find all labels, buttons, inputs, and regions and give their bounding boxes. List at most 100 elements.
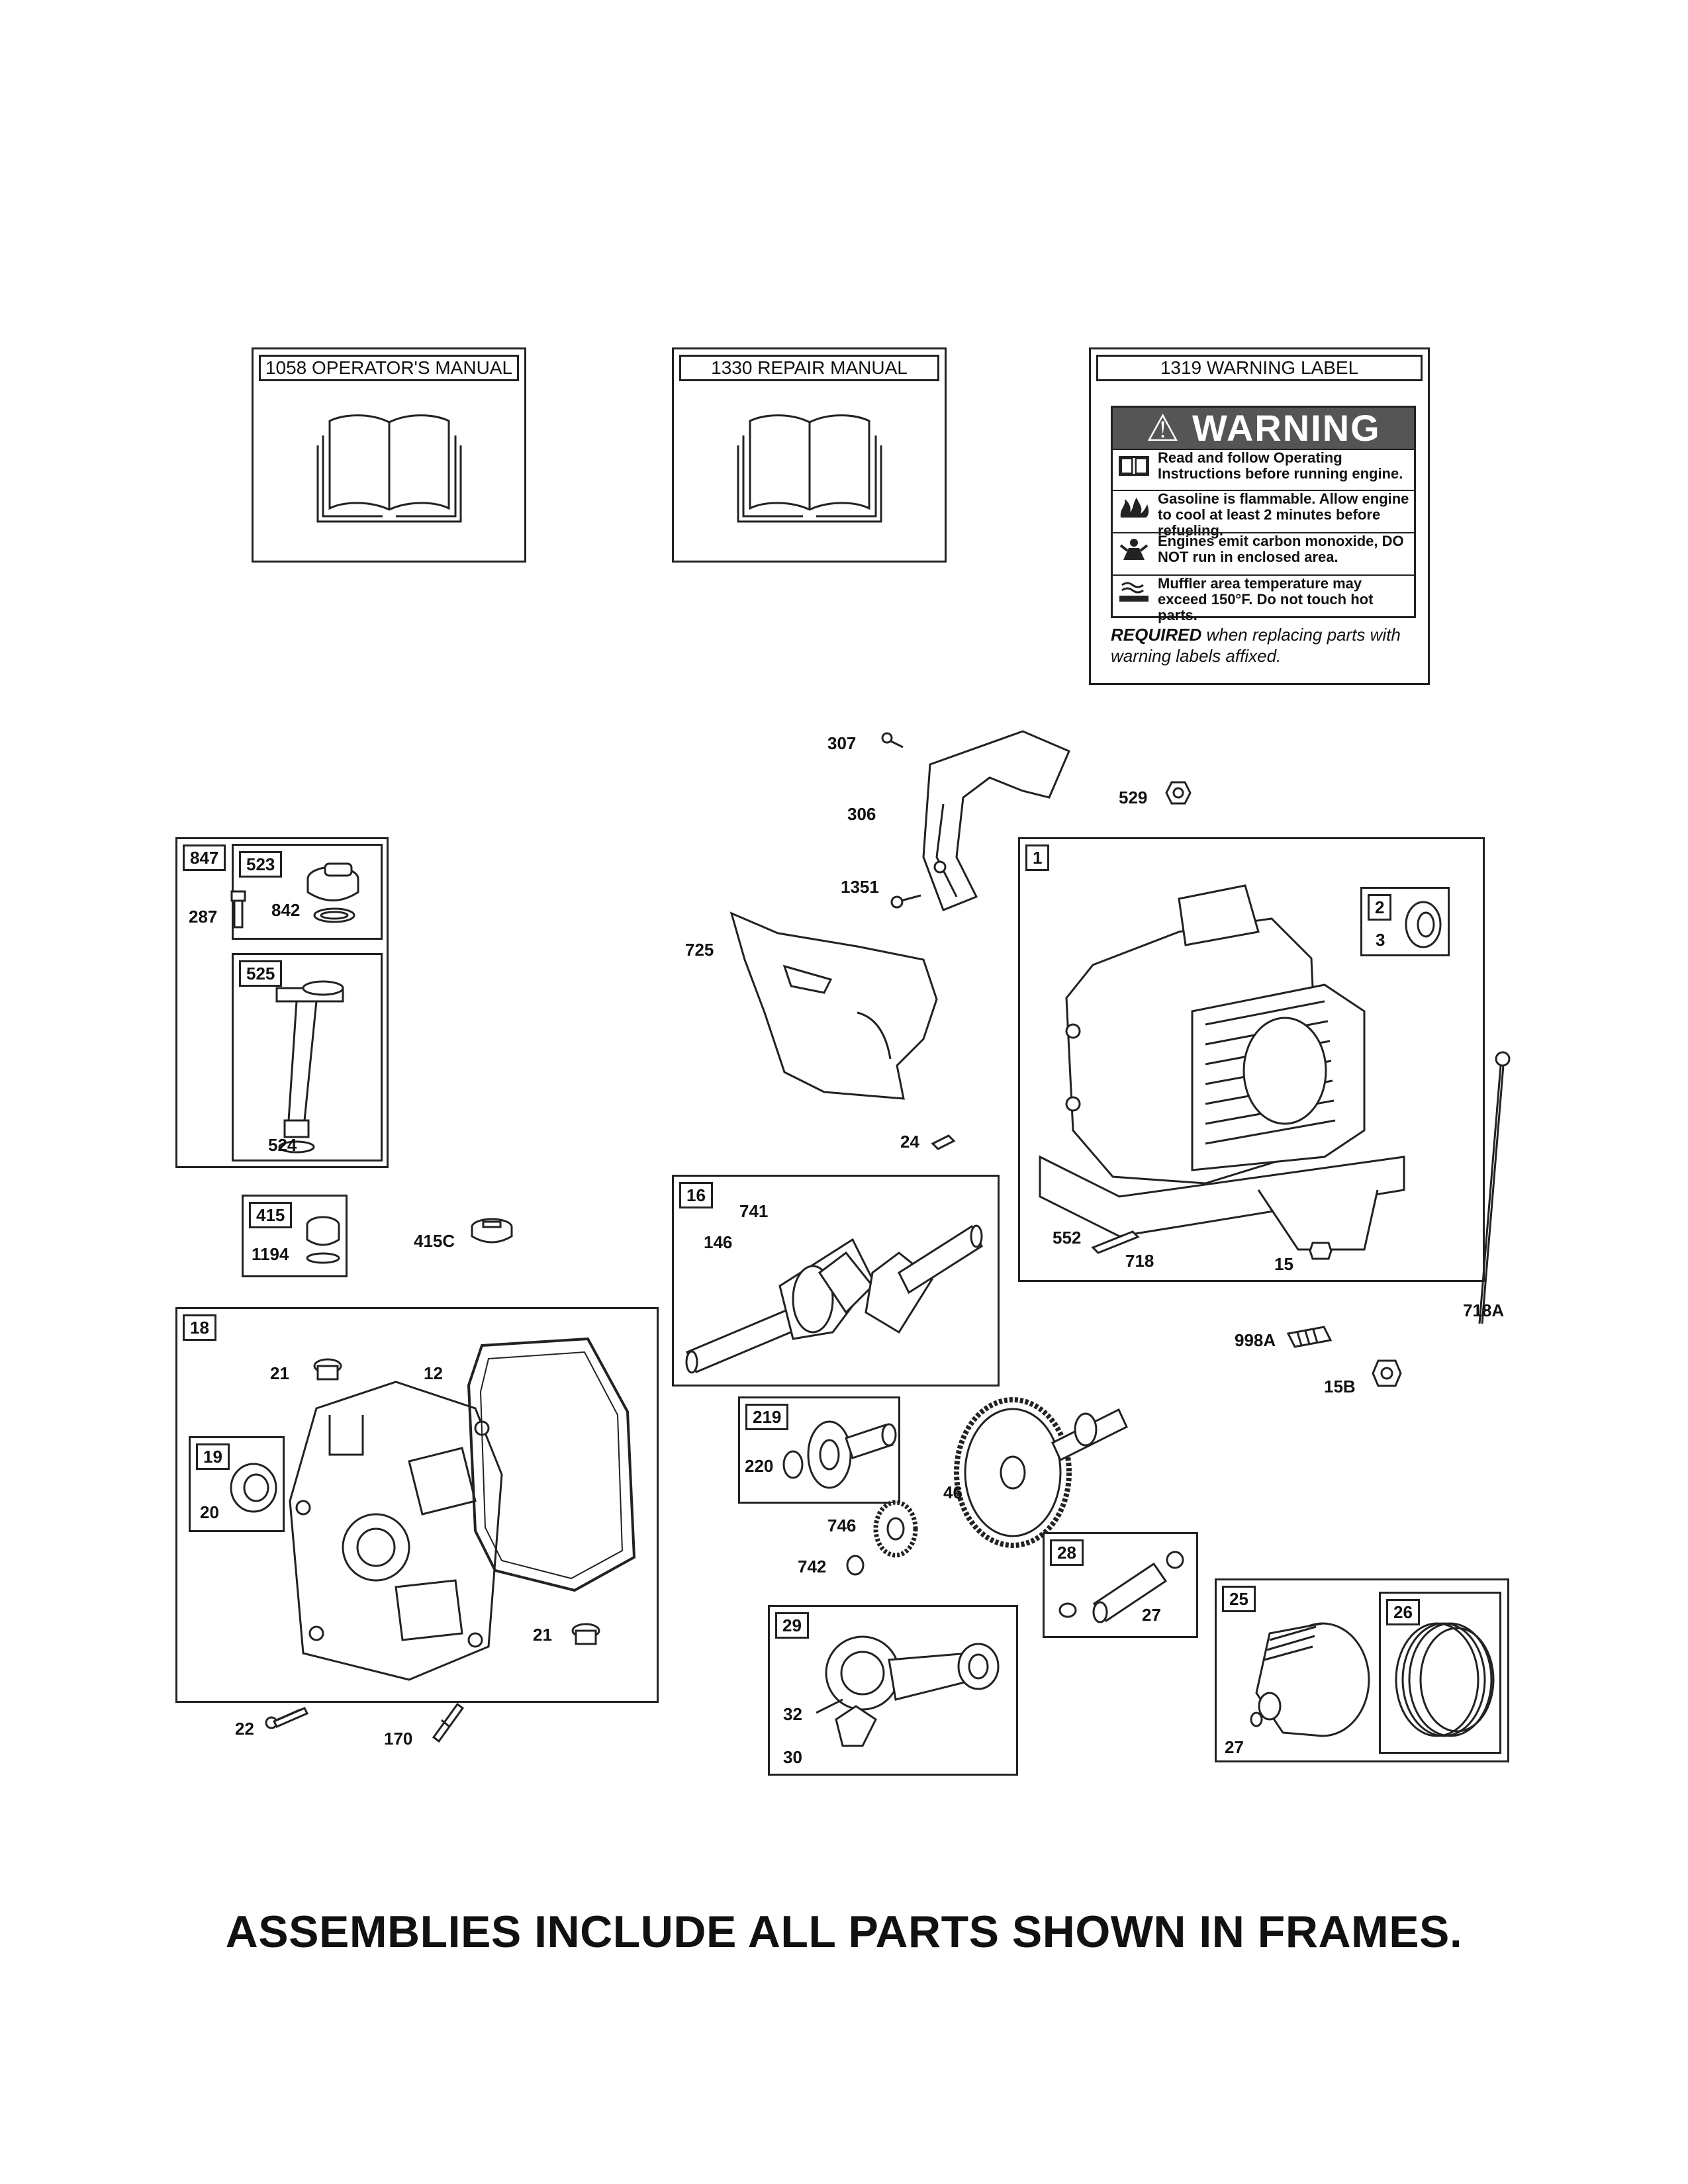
warning-line-2-text: Gasoline is flammable. Allow engine to c… bbox=[1158, 490, 1409, 539]
screw-icon bbox=[265, 1704, 311, 1731]
operators-manual-box: 1058 OPERATOR'S MANUAL bbox=[252, 347, 526, 563]
dipstick-cap-icon bbox=[300, 856, 373, 929]
frame-525-tag: 525 bbox=[239, 960, 283, 987]
oil-plug-icon bbox=[303, 1213, 343, 1266]
warning-line-1-text: Read and follow Operating Instructions b… bbox=[1158, 449, 1403, 482]
gasket-icon bbox=[455, 1332, 641, 1597]
governor-gear-icon bbox=[780, 1412, 912, 1491]
blower-housing-bracket-icon bbox=[890, 725, 1089, 923]
frame-29: 29 bbox=[768, 1605, 1018, 1776]
frame-415-tag: 415 bbox=[249, 1202, 293, 1228]
callout-524: 524 bbox=[268, 1135, 297, 1155]
frame-26-tag: 26 bbox=[1386, 1599, 1420, 1625]
repair-manual-title: 1330 REPAIR MANUAL bbox=[679, 355, 939, 381]
warning-label-title: 1319 WARNING LABEL bbox=[1096, 355, 1423, 381]
assemblies-footer-note: ASSEMBLIES INCLUDE ALL PARTS SHOWN IN FR… bbox=[225, 1907, 1463, 1957]
manual-icon bbox=[1117, 454, 1151, 478]
callout-21-top: 21 bbox=[270, 1363, 289, 1383]
frame-847-tag: 847 bbox=[183, 844, 226, 871]
warning-line-2: Gasoline is flammable. Allow engine to c… bbox=[1113, 490, 1414, 539]
frame-525: 525 bbox=[232, 953, 383, 1161]
small-screw-icon bbox=[880, 731, 907, 751]
callout-307: 307 bbox=[827, 733, 857, 753]
frame-2: 2 bbox=[1360, 887, 1450, 956]
callout-742: 742 bbox=[798, 1557, 827, 1576]
callout-1351: 1351 bbox=[841, 877, 879, 897]
threaded-fitting-icon bbox=[1284, 1320, 1337, 1353]
callout-22: 22 bbox=[235, 1719, 254, 1739]
callout-220: 220 bbox=[745, 1456, 774, 1476]
fitting-icon bbox=[311, 1357, 344, 1383]
callout-725: 725 bbox=[685, 940, 714, 960]
frame-16: 16 bbox=[672, 1175, 1000, 1387]
operators-manual-title: 1058 OPERATOR'S MANUAL bbox=[259, 355, 519, 381]
callout-306: 306 bbox=[847, 804, 876, 824]
warning-line-3-text: Engines emit carbon monoxide, DO NOT run… bbox=[1158, 533, 1404, 565]
warning-line-3: Engines emit carbon monoxide, DO NOT run… bbox=[1113, 532, 1414, 574]
frame-523: 523 bbox=[232, 844, 383, 940]
oil-seal-icon bbox=[227, 1461, 280, 1514]
frame-29-tag: 29 bbox=[775, 1612, 809, 1639]
frame-415: 415 bbox=[242, 1195, 348, 1277]
callout-3: 3 bbox=[1376, 930, 1385, 950]
frame-19-tag: 19 bbox=[196, 1443, 230, 1470]
warning-banner-text: WARNING bbox=[1192, 407, 1381, 449]
plug-icon bbox=[1307, 1238, 1334, 1264]
cylinder-shield-icon bbox=[725, 907, 943, 1105]
nut-icon bbox=[1165, 780, 1192, 806]
callout-21-bottom: 21 bbox=[533, 1625, 552, 1645]
callout-27-piston: 27 bbox=[1225, 1737, 1244, 1757]
warning-line-4-text: Muffler area temperature may exceed 150°… bbox=[1158, 575, 1374, 623]
fitting-icon bbox=[569, 1621, 602, 1648]
camshaft-gear-icon bbox=[953, 1383, 1152, 1549]
callout-146: 146 bbox=[704, 1232, 733, 1252]
callout-24: 24 bbox=[900, 1132, 919, 1152]
piston-rings-icon bbox=[1384, 1614, 1497, 1746]
dowel-pin-icon bbox=[1089, 1228, 1142, 1254]
dipstick-tube-icon bbox=[270, 968, 356, 1154]
callout-32: 32 bbox=[783, 1704, 802, 1724]
fill-cap-icon bbox=[469, 1216, 515, 1250]
callout-746: 746 bbox=[827, 1516, 857, 1535]
required-note: REQUIRED when replacing parts with warni… bbox=[1111, 624, 1415, 666]
frame-18-tag: 18 bbox=[183, 1314, 216, 1341]
callout-30: 30 bbox=[783, 1747, 802, 1767]
warning-label-box: 1319 WARNING LABEL ⚠ WARNING Read and fo… bbox=[1089, 347, 1430, 685]
fumes-icon bbox=[1117, 537, 1151, 561]
required-bold: REQUIRED bbox=[1111, 625, 1202, 645]
frame-26: 26 bbox=[1379, 1592, 1501, 1754]
frame-16-tag: 16 bbox=[679, 1182, 713, 1208]
callout-552: 552 bbox=[1053, 1228, 1082, 1248]
crankshaft-icon bbox=[680, 1200, 992, 1379]
key-pin-icon bbox=[930, 1132, 957, 1152]
callout-741: 741 bbox=[739, 1201, 769, 1221]
dipstick-rod-icon bbox=[1473, 1049, 1513, 1327]
small-gear-icon bbox=[872, 1499, 919, 1559]
frame-28-tag: 28 bbox=[1050, 1539, 1084, 1566]
piston-icon bbox=[1243, 1614, 1376, 1746]
wrist-pin-icon bbox=[1055, 1544, 1187, 1623]
callout-170: 170 bbox=[384, 1729, 413, 1749]
frame-28: 28 bbox=[1043, 1532, 1198, 1638]
frame-19: 19 bbox=[189, 1436, 285, 1532]
stud-icon bbox=[427, 1698, 467, 1744]
callout-842: 842 bbox=[271, 900, 301, 920]
warning-line-4: Muffler area temperature may exceed 150°… bbox=[1113, 574, 1414, 623]
warning-line-1: Read and follow Operating Instructions b… bbox=[1113, 449, 1414, 490]
alert-triangle-icon: ⚠ bbox=[1146, 407, 1193, 449]
callout-287: 287 bbox=[189, 907, 218, 927]
frame-2-tag: 2 bbox=[1368, 894, 1392, 921]
warning-sticker: ⚠ WARNING Read and follow Operating Inst… bbox=[1111, 406, 1416, 623]
frame-219: 219 bbox=[738, 1396, 900, 1504]
hot-surface-icon bbox=[1117, 580, 1151, 604]
connecting-rod-icon bbox=[816, 1620, 1015, 1766]
crankcase-cover-icon bbox=[277, 1369, 515, 1686]
callout-529: 529 bbox=[1119, 788, 1148, 807]
callout-718a: 718A bbox=[1463, 1300, 1505, 1320]
frame-1: 1 bbox=[1018, 837, 1485, 1282]
required-rest: when replacing parts with warning labels… bbox=[1111, 625, 1401, 666]
open-book-icon bbox=[737, 409, 882, 522]
open-book-icon bbox=[316, 409, 462, 522]
callout-46: 46 bbox=[943, 1482, 962, 1502]
callout-12: 12 bbox=[424, 1363, 443, 1383]
